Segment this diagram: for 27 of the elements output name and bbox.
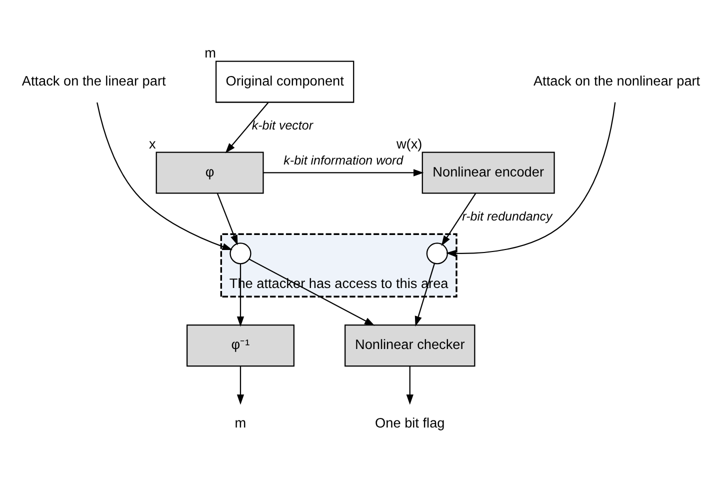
node-circle	[426, 242, 448, 264]
node-label: x	[148, 136, 156, 152]
edge-label: k-bit information word	[284, 154, 404, 168]
arrow	[225, 102, 269, 154]
node-box: Nonlinear encoder	[422, 152, 555, 194]
node-text: m	[234, 416, 246, 431]
node-label: m	[204, 45, 216, 60]
edge-label: k-bit vector	[252, 118, 313, 132]
arrow	[96, 102, 233, 250]
node-circle	[230, 242, 252, 264]
arrow	[236, 264, 244, 327]
node-text: Attack on the nonlinear part	[533, 73, 700, 88]
arrow	[216, 193, 238, 246]
node-label: w(x)	[396, 136, 422, 152]
edge-label: r-bit redundancy	[462, 209, 552, 224]
arrow	[236, 366, 244, 405]
arrow	[406, 366, 414, 405]
node-text: One bit flag	[375, 416, 445, 431]
arrow	[441, 192, 476, 246]
arrow	[414, 263, 435, 326]
node-text: Attack on the linear part	[22, 73, 166, 88]
arrow	[264, 169, 424, 176]
node-box: Nonlinear checker	[344, 324, 476, 367]
node-box: Original component	[215, 60, 354, 103]
arrow	[446, 102, 616, 257]
node-box: φ	[156, 152, 264, 194]
node-box: φ⁻¹	[186, 324, 294, 367]
